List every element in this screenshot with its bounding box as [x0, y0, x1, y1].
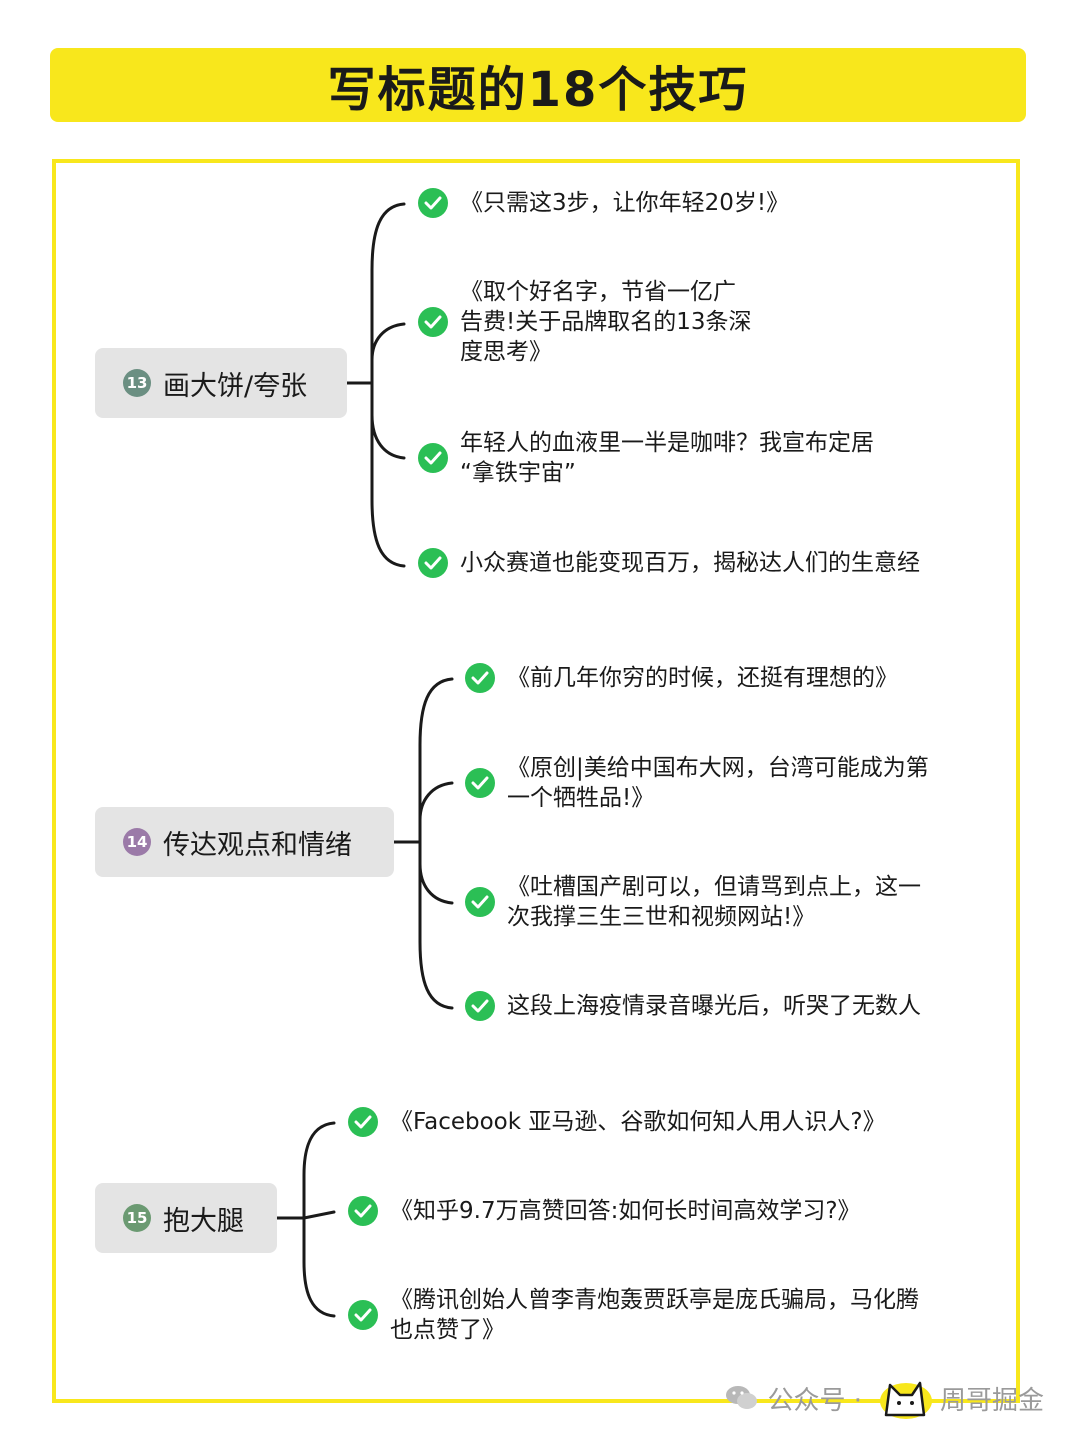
wechat-icon [726, 1386, 758, 1409]
list-item: 《吐槽国产剧可以，但请骂到点上，这一 次我撑三生三世和视频网站!》 [465, 872, 921, 932]
item-text: 年轻人的血液里一半是咖啡？我宣布定居 “拿铁宇宙” [460, 430, 874, 486]
list-item: 《取个好名字，节省一亿广 告费!关于品牌取名的13条深 度思考》 [418, 277, 752, 367]
list-item: 《Facebook 亚马逊、谷歌如何知人用人识人?》 [348, 1107, 886, 1137]
check-icon [418, 443, 448, 473]
cat-mascot-icon [879, 1381, 932, 1419]
item-text: 《原创|美给中国布大网，台湾可能成为第 一个牺牲品!》 [507, 755, 929, 811]
check-icon [418, 188, 448, 218]
check-icon [418, 307, 448, 337]
list-item: 《前几年你穷的时候，还挺有理想的》 [465, 663, 898, 693]
title-banner: 写标题的18个技巧 [50, 48, 1026, 122]
item-text: 《前几年你穷的时候，还挺有理想的》 [507, 665, 898, 691]
page-title: 写标题的18个技巧 [327, 62, 749, 118]
item-text: 这段上海疫情录音曝光后，听哭了无数人 [507, 993, 921, 1019]
badge-15: 15 [123, 1204, 151, 1232]
check-icon [465, 663, 495, 693]
check-icon [348, 1107, 378, 1137]
item-text: 《取个好名字，节省一亿广 告费!关于品牌取名的13条深 度思考》 [460, 279, 752, 365]
check-icon [465, 768, 495, 798]
topic-label-13: 画大饼/夸张 [163, 370, 308, 402]
check-icon [465, 991, 495, 1021]
topic-label-14: 传达观点和情绪 [163, 829, 352, 861]
item-text: 《腾讯创始人曾李青炮轰贾跃亭是庞氏骗局，马化腾 也点赞了》 [390, 1287, 919, 1343]
check-icon [348, 1196, 378, 1226]
check-icon [465, 887, 495, 917]
watermark-name: 周哥掘金 [939, 1385, 1044, 1416]
check-icon [418, 548, 448, 578]
badge-13: 13 [123, 369, 151, 397]
content-frame [52, 159, 1020, 1403]
topic-label-15: 抱大腿 [163, 1205, 244, 1237]
list-item: 《只需这3步，让你年轻20岁!》 [418, 188, 789, 218]
item-text: 小众赛道也能变现百万，揭秘达人们的生意经 [460, 550, 920, 576]
list-item: 小众赛道也能变现百万，揭秘达人们的生意经 [418, 548, 920, 578]
topic-node-15: 15 抱大腿 [95, 1183, 277, 1253]
topic-node-14: 14 传达观点和情绪 [95, 807, 394, 877]
list-item: 这段上海疫情录音曝光后，听哭了无数人 [465, 991, 921, 1021]
watermark: 公众号 · 周哥掘金 [725, 1375, 1044, 1421]
list-item: 年轻人的血液里一半是咖啡？我宣布定居 “拿铁宇宙” [418, 428, 874, 488]
list-item: 《腾讯创始人曾李青炮轰贾跃亭是庞氏骗局，马化腾 也点赞了》 [348, 1285, 919, 1345]
item-text: 《吐槽国产剧可以，但请骂到点上，这一 次我撑三生三世和视频网站!》 [507, 874, 921, 930]
badge-14: 14 [123, 828, 151, 856]
item-text: 《知乎9.7万高赞回答:如何长时间高效学习?》 [390, 1198, 861, 1224]
list-item: 《知乎9.7万高赞回答:如何长时间高效学习?》 [348, 1196, 861, 1226]
list-item: 《原创|美给中国布大网，台湾可能成为第 一个牺牲品!》 [465, 753, 929, 813]
topic-node-13: 13 画大饼/夸张 [95, 348, 347, 418]
check-icon [348, 1300, 378, 1330]
item-text: 《Facebook 亚马逊、谷歌如何知人用人识人?》 [390, 1109, 886, 1135]
item-text: 《只需这3步，让你年轻20岁!》 [460, 190, 790, 216]
watermark-prefix: 公众号 · [767, 1385, 862, 1416]
